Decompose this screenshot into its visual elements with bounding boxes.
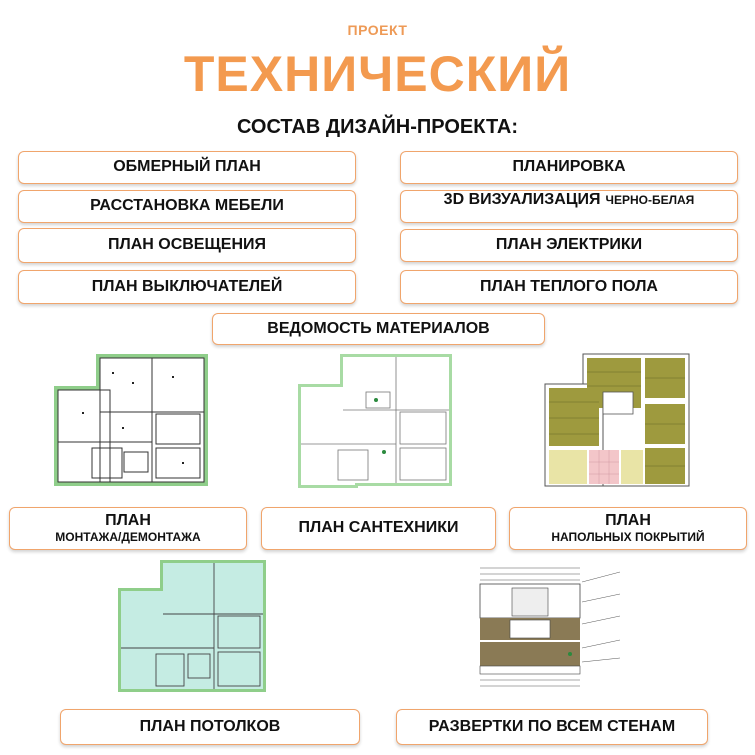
item-furniture: РАССТАНОВКА МЕБЕЛИ bbox=[18, 190, 356, 223]
item-materials: ВЕДОМОСТЬ МАТЕРИАЛОВ bbox=[212, 313, 545, 345]
header-kicker: ПРОЕКТ bbox=[347, 22, 408, 38]
item-layout: ПЛАНИРОВКА bbox=[400, 151, 738, 184]
item-ceilings: ПЛАН ПОТОЛКОВ bbox=[60, 709, 360, 745]
item-floor-coverings: ПЛАН НАПОЛЬНЫХ ПОКРЫТИЙ bbox=[509, 507, 747, 550]
item-warm-floor: ПЛАН ТЕПЛОГО ПОЛА bbox=[400, 270, 738, 304]
item-wall-elevations: РАЗВЕРТКИ ПО ВСЕМ СТЕНАМ bbox=[396, 709, 708, 745]
item-electric: ПЛАН ЭЛЕКТРИКИ bbox=[400, 229, 738, 262]
mounting-plan-drawing bbox=[54, 354, 208, 486]
item-plumbing: ПЛАН САНТЕХНИКИ bbox=[261, 507, 496, 550]
item-switches: ПЛАН ВЫКЛЮЧАТЕЛЕЙ bbox=[18, 270, 356, 304]
item-measure-plan: ОБМЕРНЫЙ ПЛАН bbox=[18, 151, 356, 184]
item-lighting: ПЛАН ОСВЕЩЕНИЯ bbox=[18, 228, 356, 263]
floor-plan-drawing bbox=[544, 353, 690, 487]
wall-elevation-drawing bbox=[479, 567, 621, 687]
page-title: ТЕХНИЧЕСКИЙ bbox=[183, 46, 572, 102]
page-subtitle: СОСТАВ ДИЗАЙН-ПРОЕКТА: bbox=[236, 116, 519, 138]
plumbing-plan-drawing bbox=[298, 354, 452, 488]
item-mounting: ПЛАН МОНТАЖА/ДЕМОНТАЖА bbox=[9, 507, 247, 550]
ceiling-plan-drawing bbox=[118, 560, 266, 692]
